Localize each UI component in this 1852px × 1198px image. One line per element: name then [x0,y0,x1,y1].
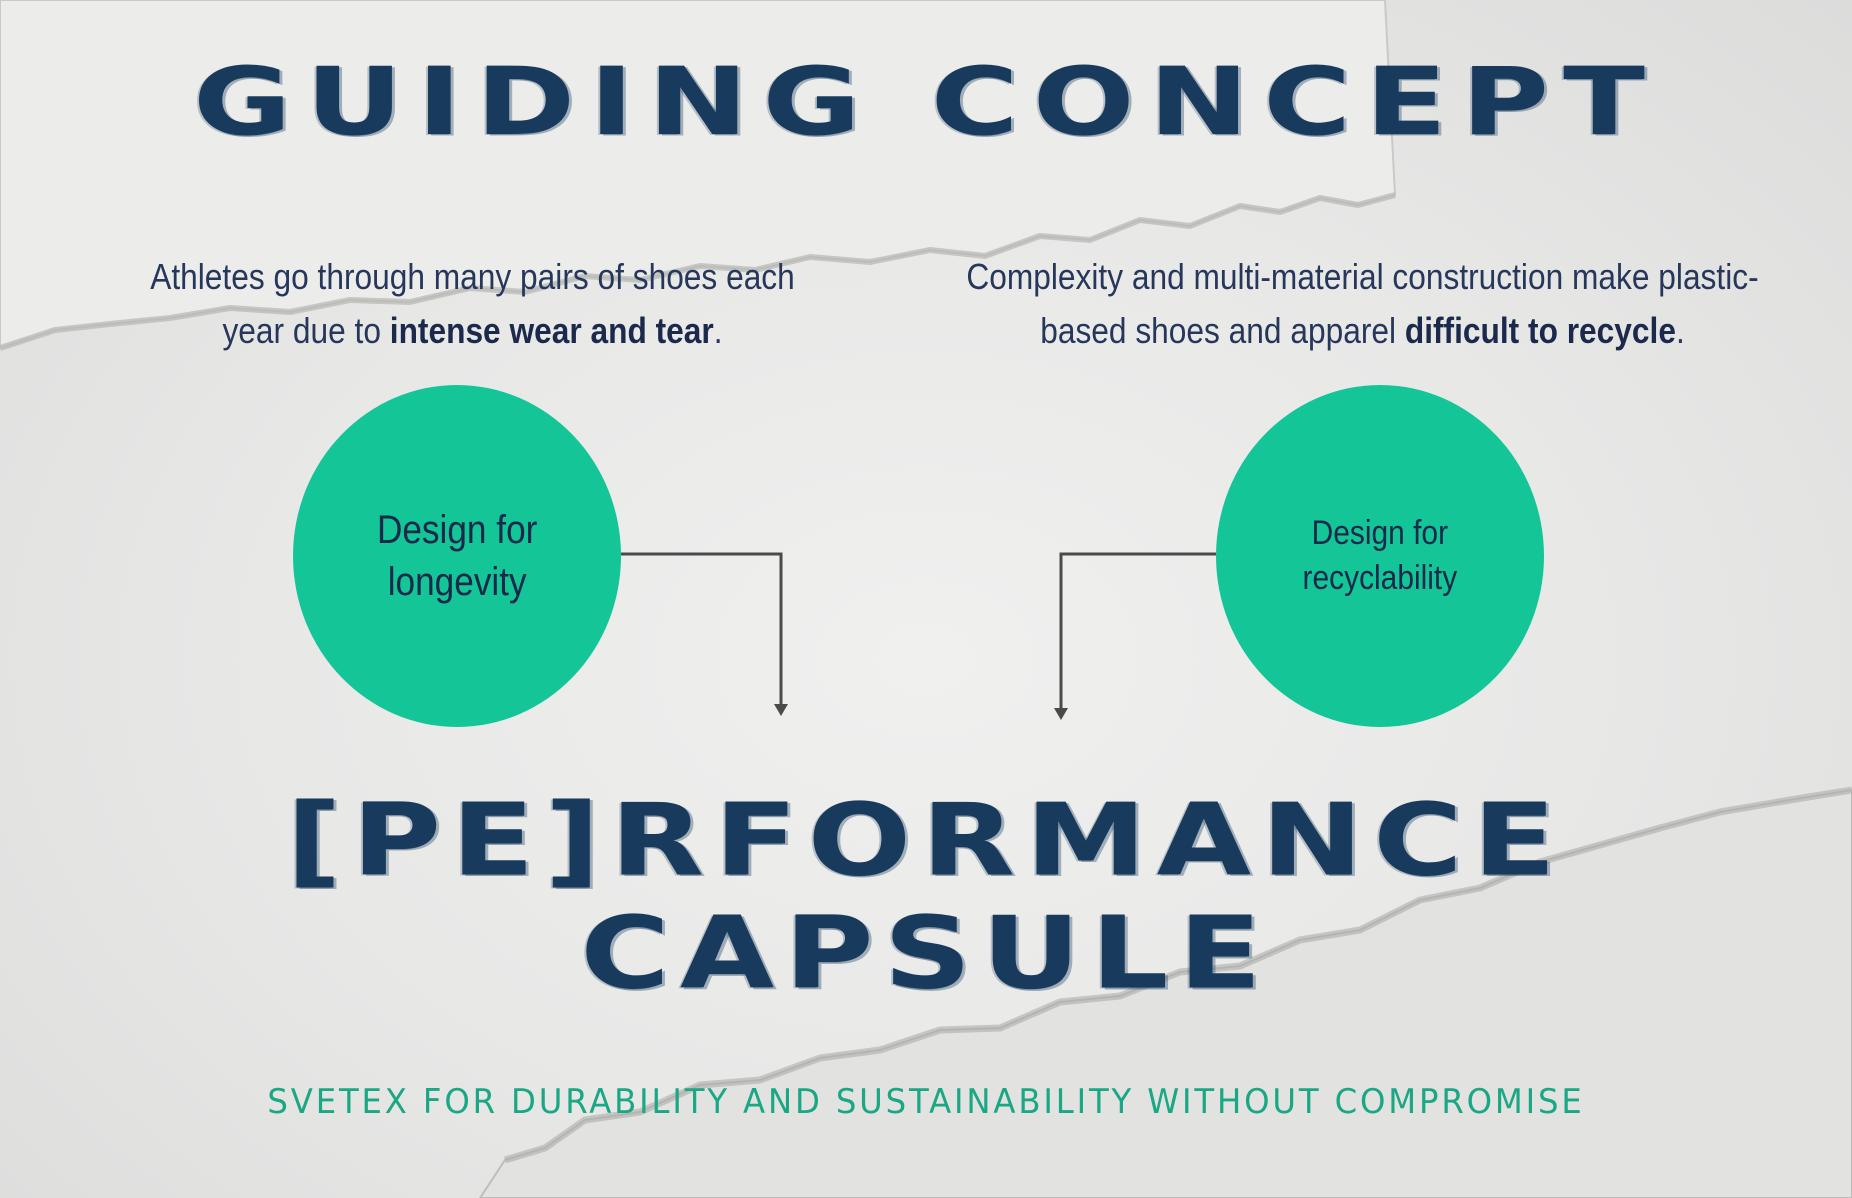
intro-text-longevity-plain: Athletes go through many pairs of shoes … [150,256,795,351]
circle-recyclability-line-1: Design for [1311,514,1449,552]
circle-design-for-longevity: Design for longevity [293,385,621,727]
circle-design-for-recyclability: Design for recyclability [1216,385,1544,727]
circle-longevity-label: Design for longevity [377,504,537,608]
capsule-title: [PE]RFORMANCE CAPSULE [0,790,1852,1003]
intro-text-longevity-period: . [713,310,723,351]
circle-longevity-line-2: longevity [387,560,527,604]
circle-recyclability-line-2: recyclability [1302,559,1458,597]
intro-text-recyclability-period: . [1675,310,1685,351]
page-title: GUIDING CONCEPT [193,48,1659,157]
connector-longevity-arrow [621,552,783,710]
arrowhead-recyclability-icon [1054,708,1068,720]
intro-text-longevity-emphasis: intense wear and tear [389,310,714,351]
arrowhead-longevity-icon [774,704,788,716]
capsule-title-line-1: [PE]RFORMANCE [285,781,1566,899]
intro-text-recyclability: Complexity and multi-material constructi… [960,250,1765,358]
circle-recyclability-label: Design for recyclability [1303,511,1458,601]
connector-recyclability-arrow [1059,552,1216,714]
capsule-title-line-2: CAPSULE [580,894,1272,1012]
intro-text-recyclability-emphasis: difficult to recycle [1404,310,1676,351]
intro-text-recyclability-plain: Complexity and multi-material constructi… [966,256,1759,351]
intro-text-longevity: Athletes go through many pairs of shoes … [149,250,796,358]
circle-longevity-line-1: Design for [376,508,538,552]
tagline: SVETEX FOR DURABILITY AND SUSTAINABILITY… [267,1082,1585,1122]
